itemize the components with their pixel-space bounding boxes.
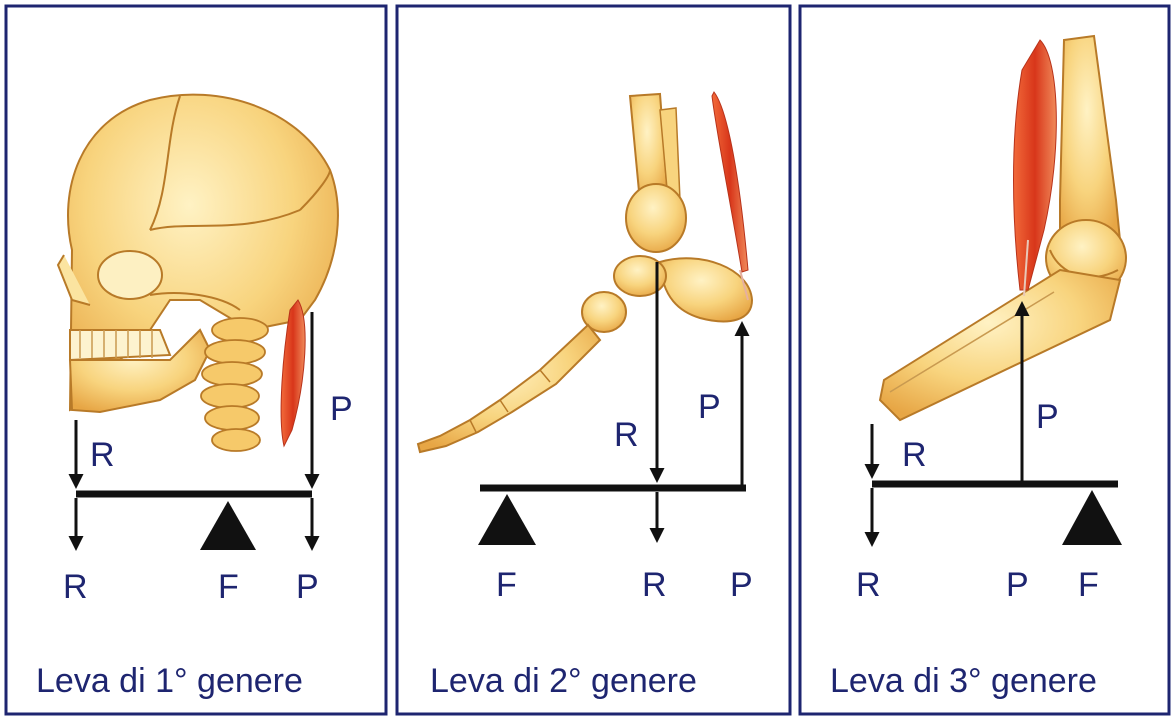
panel-first-class-lever: R R F P P Leva di 1° genere — [6, 6, 386, 714]
caption-1: Leva di 1° genere — [36, 662, 303, 700]
panel-second-class-lever: F R R P P Leva di 2° genere — [397, 6, 790, 714]
caption-2: Leva di 2° genere — [430, 662, 697, 700]
label-p-side-1: P — [330, 390, 353, 428]
label-f-3: F — [1078, 566, 1099, 604]
panel-third-class-lever: R R P P F Leva di 3° genere — [800, 6, 1169, 714]
label-p-lower-3: P — [1006, 566, 1029, 604]
panel-2-border — [397, 6, 790, 714]
label-r-mid-2: R — [614, 416, 639, 454]
label-p-mid-3: P — [1036, 398, 1059, 436]
label-p-side-2: P — [698, 388, 721, 426]
caption-3: Leva di 3° genere — [830, 662, 1097, 700]
label-r-upper-1: R — [90, 436, 115, 474]
label-f-1: F — [218, 568, 239, 606]
label-p-lower-2: P — [730, 566, 753, 604]
label-r-lower-1: R — [63, 568, 88, 606]
label-r-side-3: R — [902, 436, 927, 474]
label-r-lower-2: R — [642, 566, 667, 604]
label-p-lower-1: P — [296, 568, 319, 606]
label-r-lower-3: R — [856, 566, 881, 604]
label-f-2: F — [496, 566, 517, 604]
